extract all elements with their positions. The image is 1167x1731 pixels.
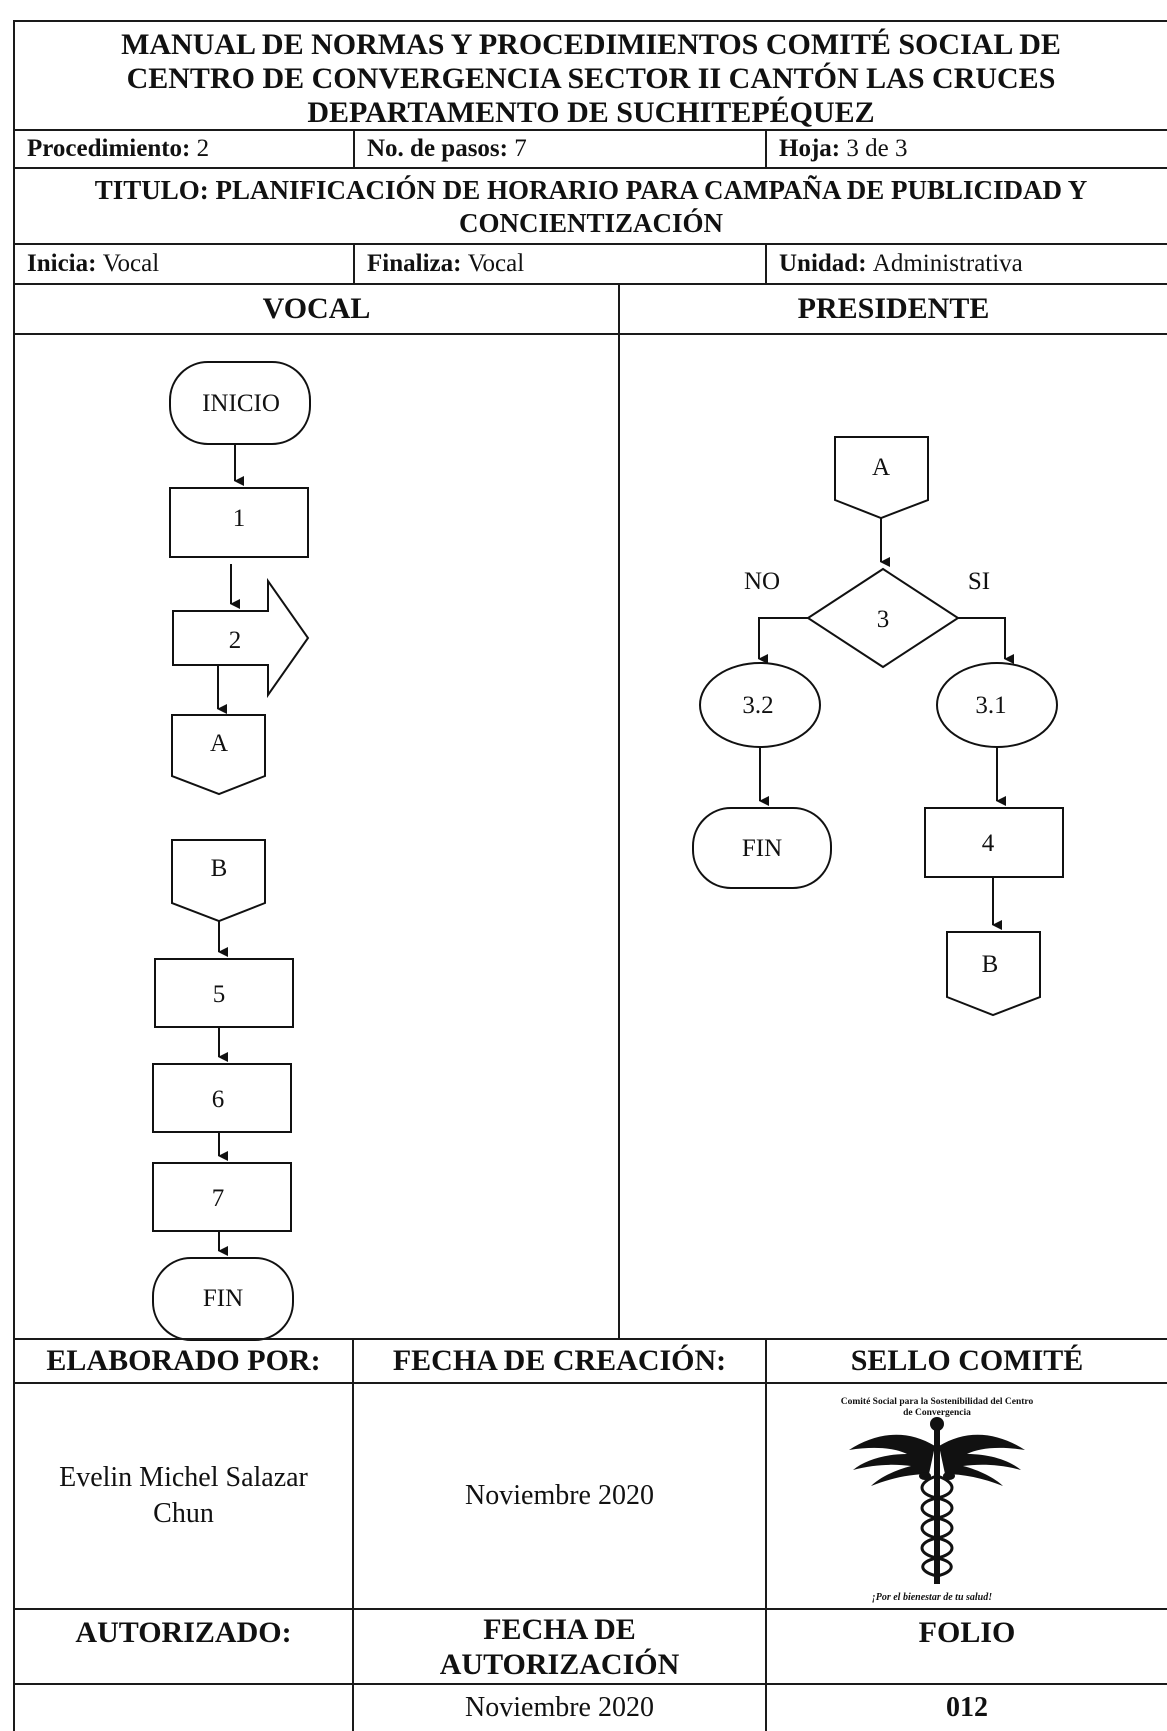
seal-cell: Comité Social para la Sostenibilidad del…: [765, 1382, 1167, 1608]
seal-top-line-2: de Convergencia: [903, 1408, 971, 1418]
label-step-7: 7: [212, 1185, 225, 1212]
autorizado-value: [13, 1683, 352, 1731]
label-connector-a-right: A: [872, 454, 890, 481]
label-step-2: 2: [229, 627, 242, 654]
procedure-page: MANUAL DE NORMAS Y PROCEDIMIENTOS COMITÉ…: [13, 8, 1167, 1731]
manual-title-line-2: CENTRO DE CONVERGENCIA SECTOR II CANTÓN …: [126, 62, 1056, 95]
label-connector-b-left: B: [211, 855, 228, 882]
offpage-connector-b-left: [171, 839, 266, 923]
label-step-3-1: 3.1: [975, 692, 1006, 719]
procedure-title-line-2: CONCIENTIZACIÓN: [458, 208, 724, 238]
end-terminator-left: [152, 1257, 294, 1341]
finaliza-value: Vocal: [467, 250, 525, 277]
folio-value: 012: [765, 1683, 1167, 1731]
lane-presidente: [618, 333, 1167, 1338]
label-step-4: 4: [982, 830, 995, 857]
elaborado-value-line-1: Evelin Michel Salazar: [59, 1462, 308, 1493]
elaborado-label: ELABORADO POR:: [13, 1338, 352, 1382]
committee-seal: Comité Social para la Sostenibilidad del…: [841, 1397, 1034, 1603]
label-step-6: 6: [212, 1086, 225, 1113]
procedimiento-cell: Procedimiento: 2: [13, 129, 353, 167]
seal-top-line-1: Comité Social para la Sostenibilidad del…: [841, 1397, 1034, 1407]
arrow-decision-no: [758, 617, 808, 664]
label-step-1: 1: [233, 505, 246, 532]
process-box-5: [154, 958, 294, 1028]
label-connector-b-right: B: [982, 951, 999, 978]
pasos-label: No. de pasos:: [367, 135, 508, 162]
flowchart: INICIO 1 2 A B 5 6 7 FIN A 3 NO SI 3.2 3…: [152, 361, 1064, 1341]
lane-header-vocal: VOCAL: [13, 283, 618, 333]
manual-title-line-3: DEPARTAMENTO DE SUCHITEPÉQUEZ: [307, 96, 875, 129]
process-box-6: [152, 1063, 292, 1133]
sello-label: SELLO COMITÉ: [765, 1338, 1167, 1382]
label-fin-left: FIN: [203, 1285, 243, 1312]
manual-title: MANUAL DE NORMAS Y PROCEDIMIENTOS COMITÉ…: [13, 20, 1167, 129]
fecha-autorizacion-label: FECHA DE AUTORIZACIÓN: [352, 1608, 765, 1683]
unidad-value: Administrativa: [872, 250, 1023, 277]
label-connector-a-left: A: [210, 730, 228, 757]
elaborado-value: Evelin Michel Salazar Chun: [13, 1382, 352, 1608]
label-decision-3: 3: [877, 606, 890, 633]
lane-header-presidente: PRESIDENTE: [618, 283, 1167, 333]
inicia-label: Inicia:: [27, 250, 97, 277]
label-step-3-2: 3.2: [742, 692, 773, 719]
unidad-cell: Unidad: Administrativa: [765, 243, 1167, 283]
offpage-connector-a-left: [171, 714, 266, 796]
label-fin-right: FIN: [742, 835, 782, 862]
inicia-value: Vocal: [102, 250, 160, 277]
process-box-1: [169, 487, 309, 558]
process-box-4: [924, 807, 1064, 878]
label-no: NO: [744, 568, 780, 595]
fecha-autorizacion-value: Noviembre 2020: [352, 1683, 765, 1731]
procedimiento-label: Procedimiento:: [27, 135, 191, 162]
arrow-decision-si: [958, 617, 1014, 664]
caduceus-icon: [849, 1417, 1025, 1584]
label-step-5: 5: [213, 981, 226, 1008]
pasos-value: 7: [514, 135, 527, 162]
manual-title-line-1: MANUAL DE NORMAS Y PROCEDIMIENTOS COMITÉ…: [121, 28, 1061, 61]
finaliza-cell: Finaliza: Vocal: [353, 243, 765, 283]
process-arrow-2: [172, 577, 310, 699]
fecha-autorizacion-label-line-1: FECHA DE: [483, 1612, 636, 1646]
folio-label: FOLIO: [765, 1608, 1167, 1683]
label-si: SI: [968, 568, 990, 595]
hoja-cell: Hoja: 3 de 3: [765, 129, 1167, 167]
fecha-creacion-label: FECHA DE CREACIÓN:: [352, 1338, 765, 1382]
procedure-title-line-1: TITULO: PLANIFICACIÓN DE HORARIO PARA CA…: [94, 175, 1088, 205]
finaliza-label: Finaliza:: [367, 250, 462, 277]
autorizado-label: AUTORIZADO:: [13, 1608, 352, 1683]
unidad-label: Unidad:: [779, 250, 867, 277]
end-terminator-right: [692, 807, 832, 889]
seal-bottom-text: ¡Por el bienestar de tu salud!: [872, 1592, 992, 1603]
inicia-cell: Inicia: Vocal: [13, 243, 353, 283]
procedure-title: TITULO: PLANIFICACIÓN DE HORARIO PARA CA…: [13, 167, 1167, 243]
start-terminator: [169, 361, 311, 445]
lane-vocal: [13, 333, 618, 1338]
process-box-7: [152, 1162, 292, 1232]
fecha-autorizacion-label-line-2: AUTORIZACIÓN: [439, 1647, 680, 1681]
hoja-label: Hoja:: [779, 135, 841, 162]
decision-diamond-3: [806, 567, 960, 669]
offpage-connector-b-right: [946, 931, 1041, 1017]
fecha-creacion-value: Noviembre 2020: [352, 1382, 765, 1608]
hoja-value: 3 de 3: [846, 135, 908, 162]
elaborado-value-line-2: Chun: [153, 1498, 214, 1529]
offpage-connector-a-right: [834, 436, 929, 520]
label-inicio: INICIO: [202, 390, 280, 417]
procedimiento-value: 2: [196, 135, 210, 162]
pasos-cell: No. de pasos: 7: [353, 129, 765, 167]
